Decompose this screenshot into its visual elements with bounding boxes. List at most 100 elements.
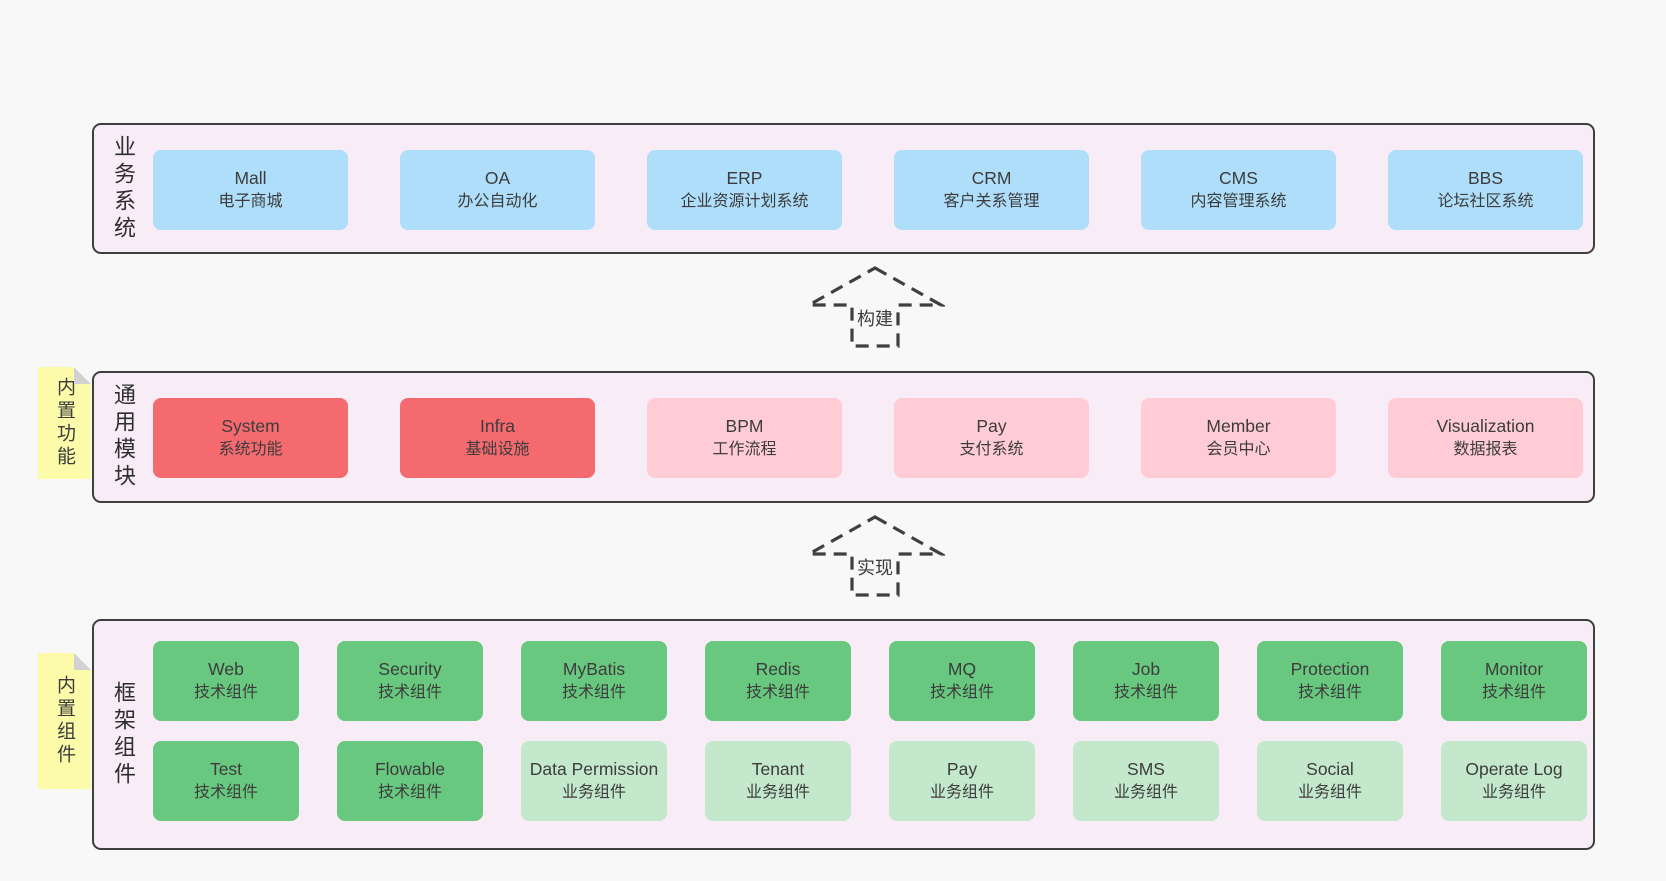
box-security-name: Security	[378, 659, 442, 679]
sticky-fold-corner-icon	[74, 367, 91, 384]
box-operate-log-desc: 业务组件	[1481, 784, 1546, 801]
framework-components-label: 框架组件	[111, 680, 136, 789]
box-test-name: Test	[209, 759, 243, 779]
box-security-desc: 技术组件	[377, 684, 442, 701]
box-system-name: System	[221, 416, 280, 436]
box-redis-desc: 技术组件	[745, 684, 810, 701]
box-operate-log: Operate Log 业务组件	[1441, 741, 1587, 821]
box-pay-biz: Pay 业务组件	[889, 741, 1035, 821]
box-pay: Pay 支付系统	[894, 398, 1089, 478]
box-sms-desc: 业务组件	[1113, 784, 1178, 801]
box-mq-name: MQ	[947, 659, 977, 679]
business-systems-container: 业务系统 Mall 电子商城 OA 办公自动化 ERP 企业资源计划系统 CRM…	[92, 123, 1595, 254]
box-redis: Redis 技术组件	[705, 641, 851, 721]
box-flowable-name: Flowable	[374, 759, 446, 779]
box-social: Social 业务组件	[1257, 741, 1403, 821]
box-crm-name: CRM	[971, 168, 1012, 188]
box-flowable: Flowable 技术组件	[337, 741, 483, 821]
sticky-built-in-components: 内置组件	[38, 653, 91, 789]
box-mall-name: Mall	[234, 168, 267, 188]
box-cms-desc: 内容管理系统	[1190, 193, 1287, 210]
box-monitor-name: Monitor	[1484, 659, 1544, 679]
box-pay-biz-name: Pay	[946, 759, 978, 779]
box-data-permission-desc: 业务组件	[561, 784, 626, 801]
box-crm-desc: 客户关系管理	[943, 193, 1040, 210]
framework-components-row-1: Web 技术组件 Security 技术组件 MyBatis 技术组件 Redi…	[153, 641, 1587, 721]
box-redis-name: Redis	[755, 659, 801, 679]
box-mq: MQ 技术组件	[889, 641, 1035, 721]
box-erp: ERP 企业资源计划系统	[647, 150, 842, 230]
sticky-built-in-components-label: 内置组件	[54, 675, 75, 767]
box-erp-name: ERP	[726, 168, 763, 188]
box-system: System 系统功能	[153, 398, 348, 478]
box-flowable-desc: 技术组件	[377, 784, 442, 801]
box-bbs-name: BBS	[1467, 168, 1504, 188]
box-member: Member 会员中心	[1141, 398, 1336, 478]
box-oa-name: OA	[484, 168, 511, 188]
box-bpm-desc: 工作流程	[712, 441, 777, 458]
box-mall: Mall 电子商城	[153, 150, 348, 230]
box-security: Security 技术组件	[337, 641, 483, 721]
dashed-up-arrow-icon	[805, 266, 945, 348]
sticky-built-in-functions: 内置功能	[38, 367, 91, 479]
box-mall-desc: 电子商城	[218, 193, 283, 210]
box-mybatis: MyBatis 技术组件	[521, 641, 667, 721]
box-sms-name: SMS	[1127, 759, 1165, 779]
box-visualization-name: Visualization	[1436, 416, 1535, 436]
box-infra: Infra 基础设施	[400, 398, 595, 478]
box-mybatis-desc: 技术组件	[561, 684, 626, 701]
box-job: Job 技术组件	[1073, 641, 1219, 721]
business-systems-row: Mall 电子商城 OA 办公自动化 ERP 企业资源计划系统 CRM 客户关系…	[153, 150, 1583, 230]
box-test: Test 技术组件	[153, 741, 299, 821]
box-bpm: BPM 工作流程	[647, 398, 842, 478]
box-protection-name: Protection	[1290, 659, 1370, 679]
common-modules-container: 通用模块 System 系统功能 Infra 基础设施 BPM 工作流程 Pay…	[92, 371, 1595, 503]
box-erp-desc: 企业资源计划系统	[680, 193, 809, 210]
box-cms-name: CMS	[1219, 168, 1258, 188]
framework-components-row-2: Test 技术组件 Flowable 技术组件 Data Permission …	[153, 741, 1587, 821]
box-infra-name: Infra	[479, 416, 516, 436]
business-systems-label: 业务系统	[111, 134, 136, 243]
common-modules-label: 通用模块	[111, 383, 136, 491]
arrow-implement-label: 实现	[854, 554, 896, 580]
box-cms: CMS 内容管理系统	[1141, 150, 1336, 230]
sticky-fold-corner-icon	[74, 653, 91, 670]
sticky-built-in-functions-label: 内置功能	[54, 377, 75, 469]
box-data-permission: Data Permission 业务组件	[521, 741, 667, 821]
box-web-name: Web	[208, 659, 244, 679]
common-modules-row: System 系统功能 Infra 基础设施 BPM 工作流程 Pay 支付系统…	[153, 398, 1583, 478]
box-web: Web 技术组件	[153, 641, 299, 721]
box-operate-log-name: Operate Log	[1465, 759, 1563, 779]
framework-components-container: 框架组件 Web 技术组件 Security 技术组件 MyBatis 技术组件…	[92, 619, 1595, 850]
dashed-up-arrow-icon	[805, 515, 945, 597]
box-bbs: BBS 论坛社区系统	[1388, 150, 1583, 230]
box-job-name: Job	[1131, 659, 1161, 679]
box-tenant-desc: 业务组件	[745, 784, 810, 801]
box-monitor-desc: 技术组件	[1481, 684, 1546, 701]
box-pay-biz-desc: 业务组件	[929, 784, 994, 801]
box-member-name: Member	[1206, 416, 1271, 436]
box-visualization: Visualization 数据报表	[1388, 398, 1583, 478]
box-member-desc: 会员中心	[1206, 441, 1271, 458]
box-oa: OA 办公自动化	[400, 150, 595, 230]
box-monitor: Monitor 技术组件	[1441, 641, 1587, 721]
box-mq-desc: 技术组件	[929, 684, 994, 701]
box-system-desc: 系统功能	[218, 441, 283, 458]
box-sms: SMS 业务组件	[1073, 741, 1219, 821]
box-oa-desc: 办公自动化	[457, 193, 538, 210]
box-web-desc: 技术组件	[193, 684, 258, 701]
box-job-desc: 技术组件	[1113, 684, 1178, 701]
box-tenant: Tenant 业务组件	[705, 741, 851, 821]
box-infra-desc: 基础设施	[465, 441, 530, 458]
arrow-implement: 实现	[805, 514, 945, 600]
box-mybatis-name: MyBatis	[562, 659, 626, 679]
box-visualization-desc: 数据报表	[1453, 441, 1518, 458]
box-pay-desc: 支付系统	[959, 441, 1024, 458]
box-protection: Protection 技术组件	[1257, 641, 1403, 721]
box-pay-name: Pay	[976, 416, 1007, 436]
box-data-permission-name: Data Permission	[529, 759, 659, 779]
arrow-build-label: 构建	[854, 305, 896, 331]
box-test-desc: 技术组件	[193, 784, 258, 801]
box-bbs-desc: 论坛社区系统	[1437, 193, 1534, 210]
box-tenant-name: Tenant	[751, 759, 805, 779]
